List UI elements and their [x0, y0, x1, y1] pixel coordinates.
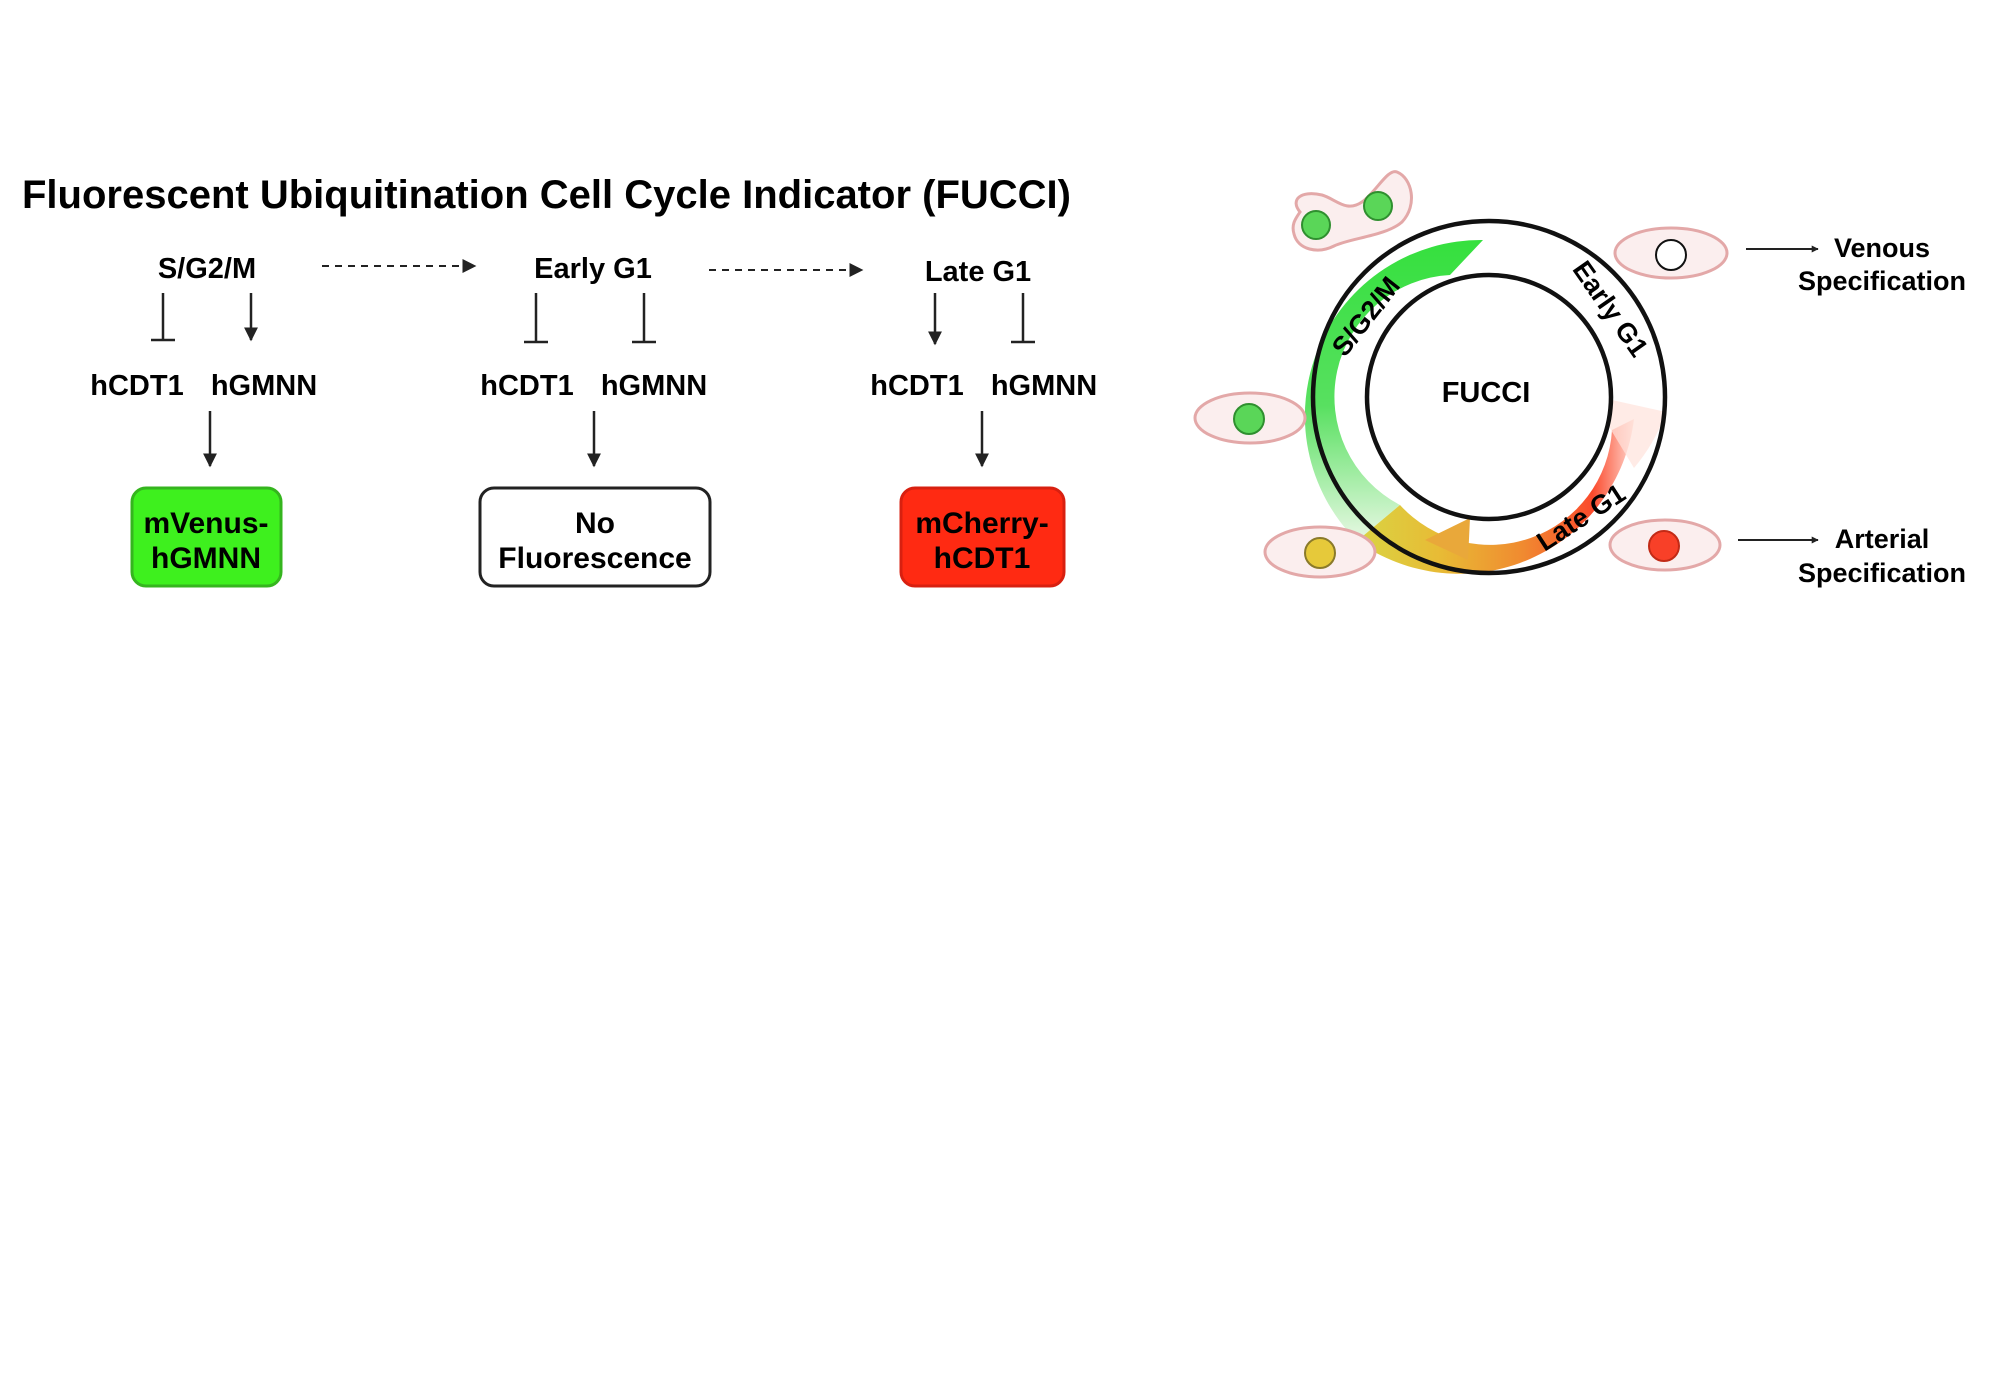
arterial-label-line2: Specification: [1798, 558, 1966, 588]
yellow-red-phase-segment: [1357, 419, 1634, 574]
protein-hcdt1: hCDT1: [90, 370, 183, 402]
reporter-label: mVenus-: [143, 507, 268, 540]
protein-hcdt1: hCDT1: [870, 370, 963, 402]
arterial-cell-nucleus: [1648, 530, 1680, 562]
reporter-label: hGMNN: [151, 542, 261, 575]
cycle-panel: FUCCI S/G2/M Early G1 Late G1 Venous Spe…: [1193, 170, 1966, 588]
venous-cell-nucleus: [1655, 239, 1687, 271]
cycle-inner-ring: [1364, 272, 1614, 522]
protein-hgmnn: hGMNN: [211, 370, 317, 402]
reporter-label: No: [575, 507, 615, 540]
arterial-label-line1: Arterial: [1835, 524, 1930, 554]
reporter-box-mcherry: [899, 486, 1066, 588]
protein-hcdt1: hCDT1: [480, 370, 573, 402]
red-phase-fade: [1608, 400, 1666, 468]
green-cell-nucleus: [1233, 403, 1265, 435]
venous-label-line1: Venous: [1834, 233, 1930, 263]
cycle-direction-arrowhead: [1425, 518, 1470, 560]
reporter-box-mvenus: [130, 486, 283, 588]
reporter-label: hCDT1: [934, 542, 1031, 575]
pathway-panel: S/G2/M Early G1 Late G1 hCDT1 hGMNN hCDT…: [90, 253, 1097, 588]
cycle-center-label: FUCCI: [1442, 377, 1531, 409]
reporter-label: Fluorescence: [498, 542, 691, 575]
stage-phase-early-g1: Early G1: [534, 253, 652, 285]
reporter-label: mCherry-: [915, 507, 1048, 540]
protein-hgmnn: hGMNN: [991, 370, 1097, 402]
figure-title: Fluorescent Ubiquitination Cell Cycle In…: [22, 173, 1071, 217]
stage-phase-late-g1: Late G1: [925, 256, 1031, 288]
reporter-box-no-fluorescence: [478, 486, 712, 588]
protein-hgmnn: hGMNN: [601, 370, 707, 402]
dividing-cell-nucleus: [1301, 210, 1331, 240]
green-phase-segment: [1304, 239, 1483, 541]
yellow-cell-nucleus: [1304, 537, 1336, 569]
dividing-cell-nucleus: [1363, 191, 1393, 221]
cycle-outer-ring: [1310, 218, 1668, 576]
venous-label-line2: Specification: [1798, 266, 1966, 296]
stage-phase-sgm: S/G2/M: [158, 253, 256, 285]
